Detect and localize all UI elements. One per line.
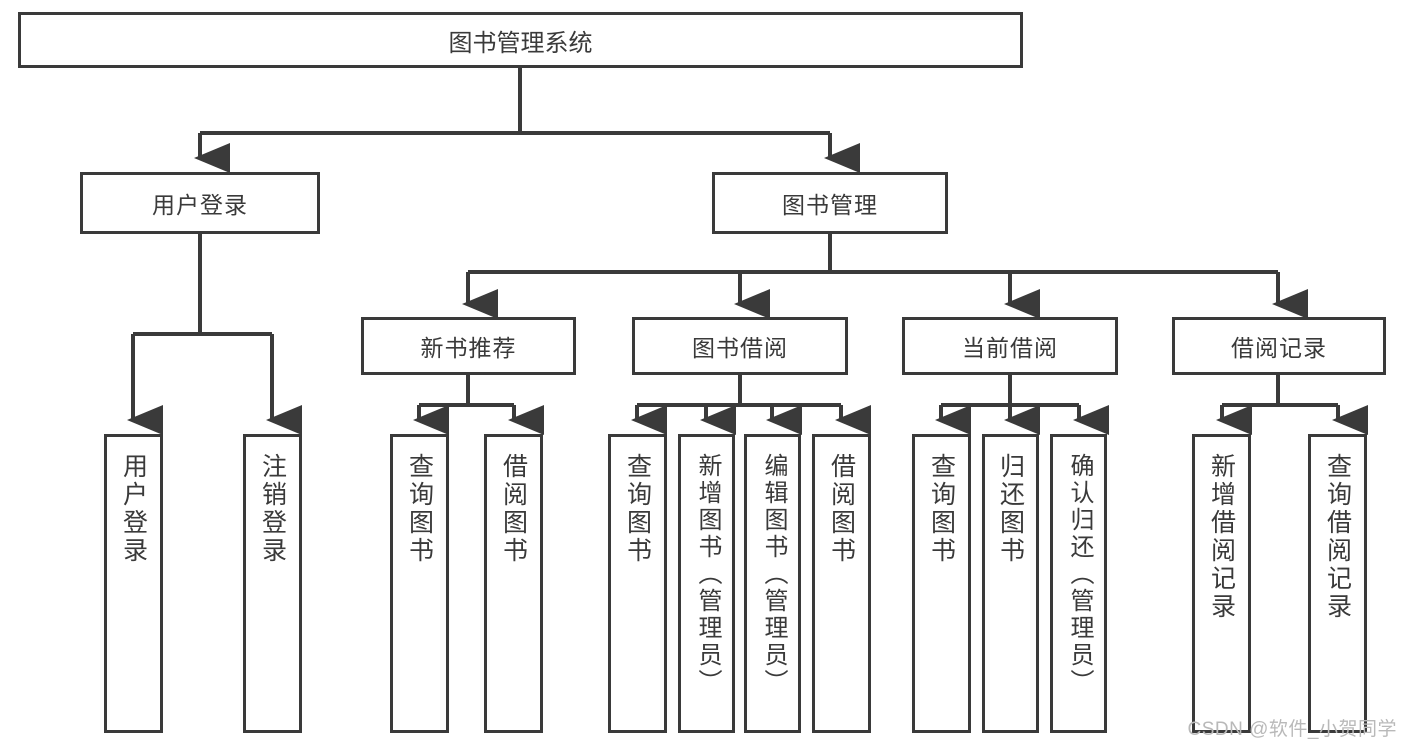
leaf-label: 借阅图书: [827, 453, 856, 565]
node-user-login[interactable]: 用户登录: [80, 172, 320, 234]
leaf-confirm-return-admin[interactable]: 确认归还（管理员）: [1050, 434, 1107, 733]
leaf-label: 新增借阅记录: [1207, 453, 1236, 621]
leaf-label: 查询图书: [927, 453, 956, 565]
leaf-return-book[interactable]: 归还图书: [982, 434, 1039, 733]
leaf-label: 借阅图书: [499, 453, 528, 565]
leaf-label: 编辑图书（管理员）: [759, 453, 787, 696]
node-book-borrow[interactable]: 图书借阅: [632, 317, 848, 375]
csdn-watermark: CSDN @软件_小贺同学: [1187, 719, 1397, 740]
leaf-borrow-book[interactable]: 借阅图书: [812, 434, 871, 733]
leaf-label: 注销登录: [258, 453, 287, 565]
leaf-label: 查询图书: [623, 453, 652, 565]
leaf-label: 归还图书: [996, 453, 1025, 565]
node-label: 图书管理: [782, 192, 878, 218]
leaf-add-borrow-record[interactable]: 新增借阅记录: [1192, 434, 1251, 733]
leaf-label: 确认归还（管理员）: [1065, 453, 1093, 696]
leaf-logout[interactable]: 注销登录: [243, 434, 302, 733]
leaf-query-book-current[interactable]: 查询图书: [912, 434, 971, 733]
node-book-management[interactable]: 图书管理: [712, 172, 948, 234]
node-label: 当前借阅: [962, 335, 1058, 361]
leaf-query-book-recommend[interactable]: 查询图书: [390, 434, 449, 733]
node-root-library-system[interactable]: 图书管理系统: [18, 12, 1023, 68]
leaf-label: 查询图书: [405, 453, 434, 565]
leaf-user-login[interactable]: 用户登录: [104, 434, 163, 733]
leaf-query-borrow-record[interactable]: 查询借阅记录: [1308, 434, 1367, 733]
leaf-label: 新增图书（管理员）: [693, 453, 721, 696]
leaf-add-book-admin[interactable]: 新增图书（管理员）: [678, 434, 735, 733]
leaf-query-book-borrow[interactable]: 查询图书: [608, 434, 667, 733]
node-label: 借阅记录: [1231, 335, 1327, 361]
leaf-label: 查询借阅记录: [1323, 453, 1352, 621]
node-label: 图书借阅: [692, 335, 788, 361]
leaf-label: 用户登录: [119, 453, 148, 565]
node-borrow-record[interactable]: 借阅记录: [1172, 317, 1386, 375]
leaf-edit-book-admin[interactable]: 编辑图书（管理员）: [744, 434, 801, 733]
node-current-borrow[interactable]: 当前借阅: [902, 317, 1118, 375]
node-label: 图书管理系统: [448, 29, 593, 57]
node-label: 用户登录: [152, 192, 248, 218]
node-new-book-recommend[interactable]: 新书推荐: [361, 317, 576, 375]
leaf-borrow-book-recommend[interactable]: 借阅图书: [484, 434, 543, 733]
node-label: 新书推荐: [420, 335, 517, 361]
